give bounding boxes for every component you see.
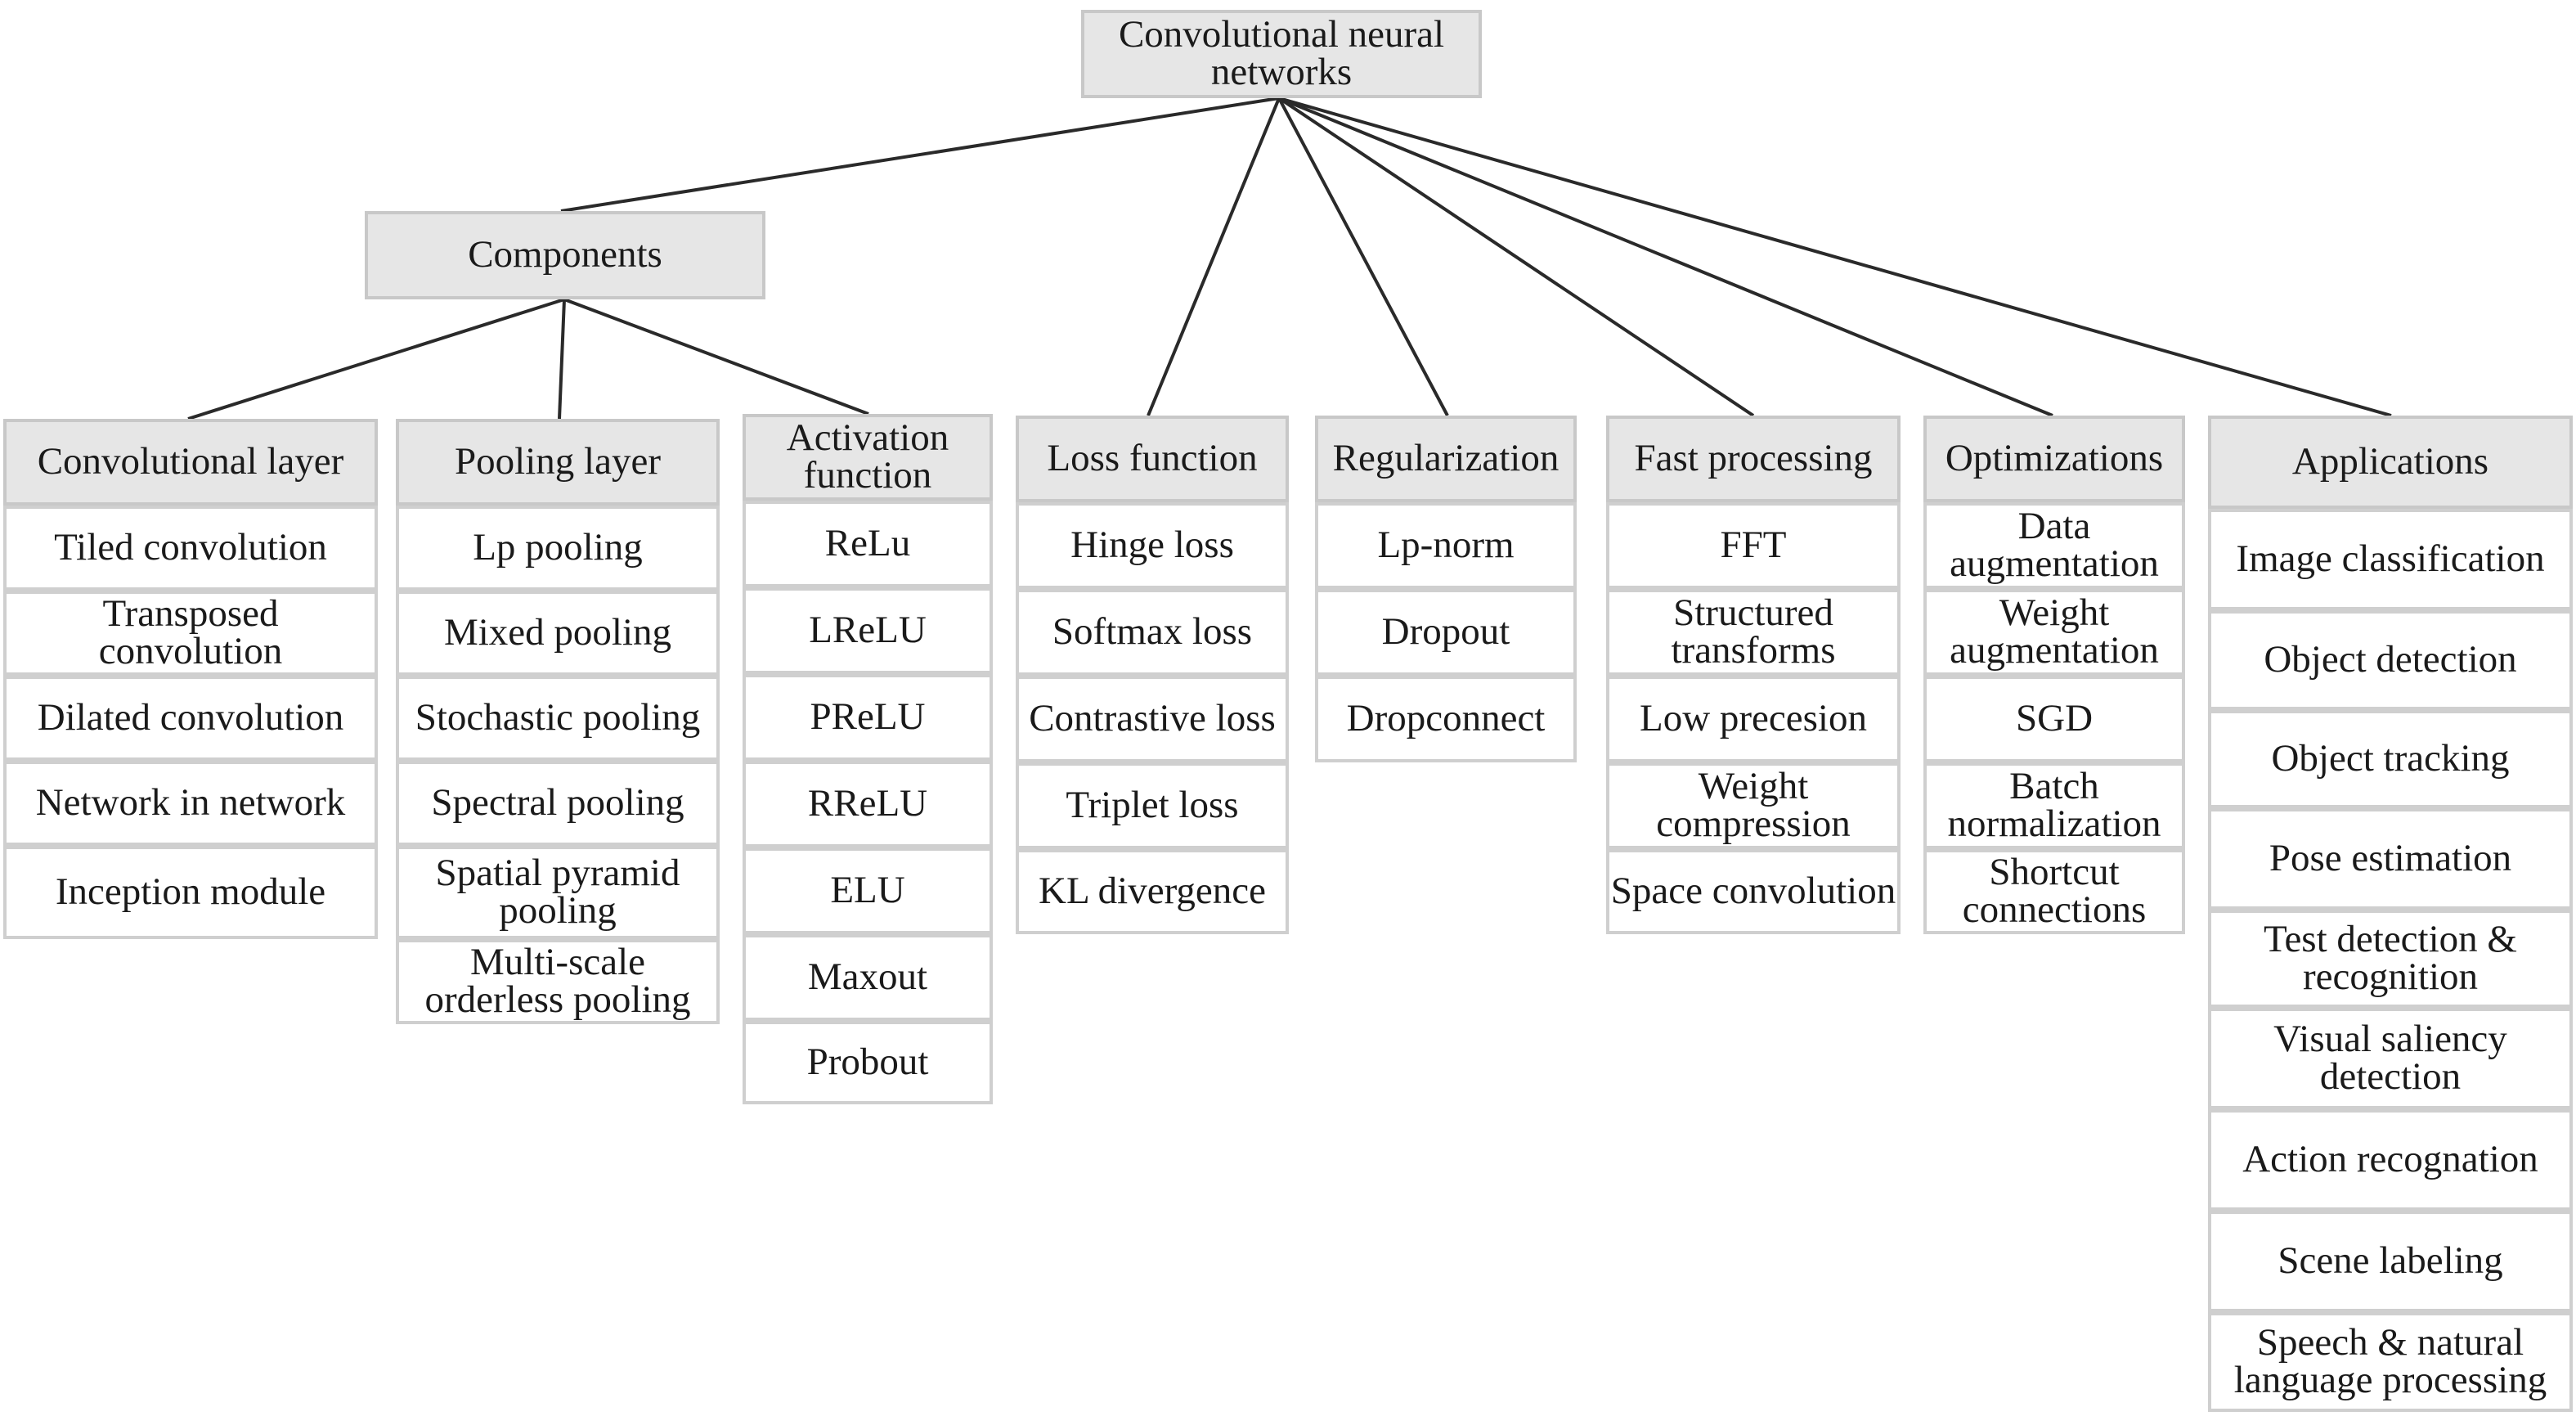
list-item: Multi-scale orderless pooling	[396, 939, 720, 1024]
link-root-components	[560, 97, 1280, 213]
column-header: Activation function	[743, 414, 993, 501]
list-item: Test detection & recognition	[2208, 910, 2573, 1008]
components-node: Components	[365, 211, 765, 299]
link-root-regularization	[1277, 97, 1449, 416]
list-item: Probout	[743, 1021, 993, 1104]
list-item: Maxout	[743, 934, 993, 1021]
column-header: Loss function	[1016, 416, 1289, 502]
list-item: Space convolution	[1606, 849, 1901, 934]
link-root-applications	[1278, 97, 2392, 417]
list-item: Softmax loss	[1016, 589, 1289, 676]
list-item: Dropout	[1315, 589, 1577, 676]
list-item: Inception module	[3, 846, 378, 939]
list-item: Dropconnect	[1315, 676, 1577, 762]
list-item: Stochastic pooling	[396, 676, 720, 761]
column-header: Pooling layer	[396, 419, 720, 506]
column-header: Convolutional layer	[3, 419, 378, 506]
link-root-fast-processing	[1277, 97, 1755, 417]
list-item: Image classification	[2208, 509, 2573, 610]
column-header: Regularization	[1315, 416, 1577, 502]
list-item: Tiled convolution	[3, 506, 378, 591]
list-item: Lp pooling	[396, 506, 720, 591]
link-root-optimizations	[1278, 97, 2053, 417]
list-item: Action recognation	[2208, 1109, 2573, 1211]
list-item: KL divergence	[1016, 849, 1289, 934]
list-item: Contrastive loss	[1016, 676, 1289, 762]
list-item: Mixed pooling	[396, 591, 720, 676]
list-item: Triplet loss	[1016, 762, 1289, 849]
list-item: Spectral pooling	[396, 761, 720, 846]
column-header: Fast processing	[1606, 416, 1901, 502]
list-item: Transposed convolution	[3, 591, 378, 676]
list-item: Object detection	[2208, 610, 2573, 710]
list-item: ReLu	[743, 501, 993, 587]
list-item: Object tracking	[2208, 710, 2573, 808]
list-item: SGD	[1923, 676, 2185, 762]
list-item: Dilated convolution	[3, 676, 378, 761]
list-item: Low precesion	[1606, 676, 1901, 762]
list-item: Structured transforms	[1606, 589, 1901, 676]
list-item: Visual saliency detection	[2208, 1008, 2573, 1109]
link-components-activation-function	[563, 298, 869, 416]
list-item: Speech & natural language processing	[2208, 1312, 2573, 1412]
link-components-convolutional-layer	[187, 298, 565, 420]
list-item: Shortcut connections	[1923, 849, 2185, 934]
list-item: ELU	[743, 847, 993, 934]
link-components-pooling-layer	[558, 299, 566, 420]
list-item: Batch normalization	[1923, 762, 2185, 849]
list-item: Hinge loss	[1016, 502, 1289, 589]
list-item: Network in network	[3, 761, 378, 846]
list-item: Scene labeling	[2208, 1211, 2573, 1312]
list-item: LReLU	[743, 587, 993, 674]
list-item: FFT	[1606, 502, 1901, 589]
list-item: RReLU	[743, 761, 993, 847]
list-item: PReLU	[743, 674, 993, 761]
list-item: Weight compression	[1606, 762, 1901, 849]
link-root-loss-function	[1147, 97, 1281, 416]
list-item: Lp-norm	[1315, 502, 1577, 589]
list-item: Spatial pyramid pooling	[396, 846, 720, 939]
root-node: Convolutional neural networks	[1081, 10, 1482, 98]
list-item: Data augmentation	[1923, 502, 2185, 589]
list-item: Weight augmentation	[1923, 589, 2185, 676]
column-header: Applications	[2208, 416, 2573, 509]
list-item: Pose estimation	[2208, 808, 2573, 910]
column-header: Optimizations	[1923, 416, 2185, 502]
